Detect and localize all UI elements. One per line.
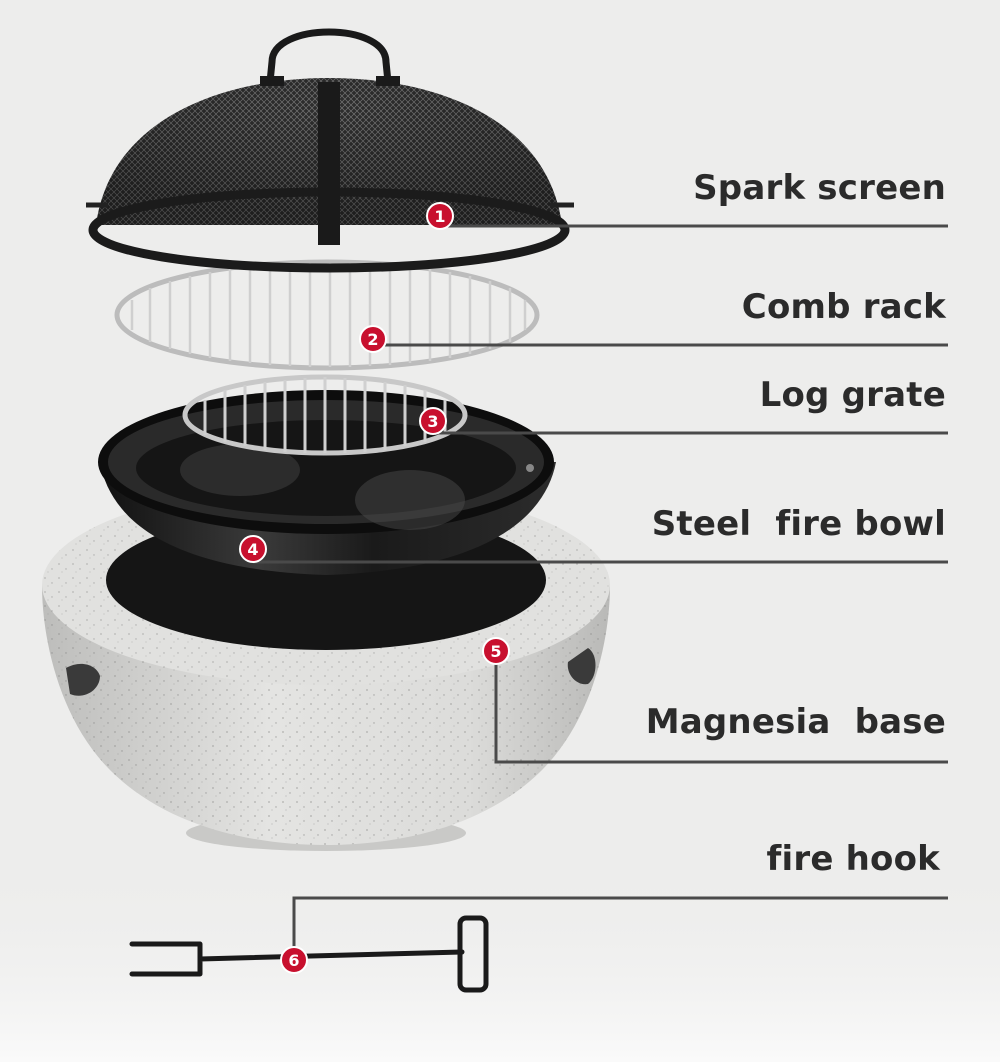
- label-spark-screen: Spark screen: [693, 168, 946, 208]
- spark-screen: [86, 28, 574, 273]
- leader-line-6: [292, 896, 948, 960]
- label-steel-fire-bowl: Steel fire bowl: [651, 504, 946, 544]
- marker-4: 4: [239, 535, 267, 563]
- marker-number-6: 6: [288, 951, 299, 970]
- marker-number-1: 1: [434, 207, 445, 226]
- leader-lines: [253, 224, 948, 960]
- marker-6: 6: [280, 946, 308, 974]
- floor-surface: [0, 860, 1000, 1062]
- marker-number-4: 4: [247, 540, 258, 559]
- marker-5: 5: [482, 637, 510, 665]
- marker-1: 1: [426, 202, 454, 230]
- marker-number-2: 2: [367, 330, 378, 349]
- label-log-grate: Log grate: [759, 375, 946, 415]
- leader-line-5: [494, 651, 948, 764]
- marker-3: 3: [419, 407, 447, 435]
- label-fire-hook: fire hook: [766, 839, 940, 879]
- comb-rack: [114, 259, 540, 371]
- fire-hook: [129, 915, 489, 993]
- label-comb-rack: Comb rack: [741, 287, 946, 327]
- label-magnesia-base: Magnesia base: [645, 702, 946, 742]
- marker-2: 2: [359, 325, 387, 353]
- log-grate: [182, 374, 468, 456]
- marker-number-5: 5: [490, 642, 501, 661]
- marker-number-3: 3: [427, 412, 438, 431]
